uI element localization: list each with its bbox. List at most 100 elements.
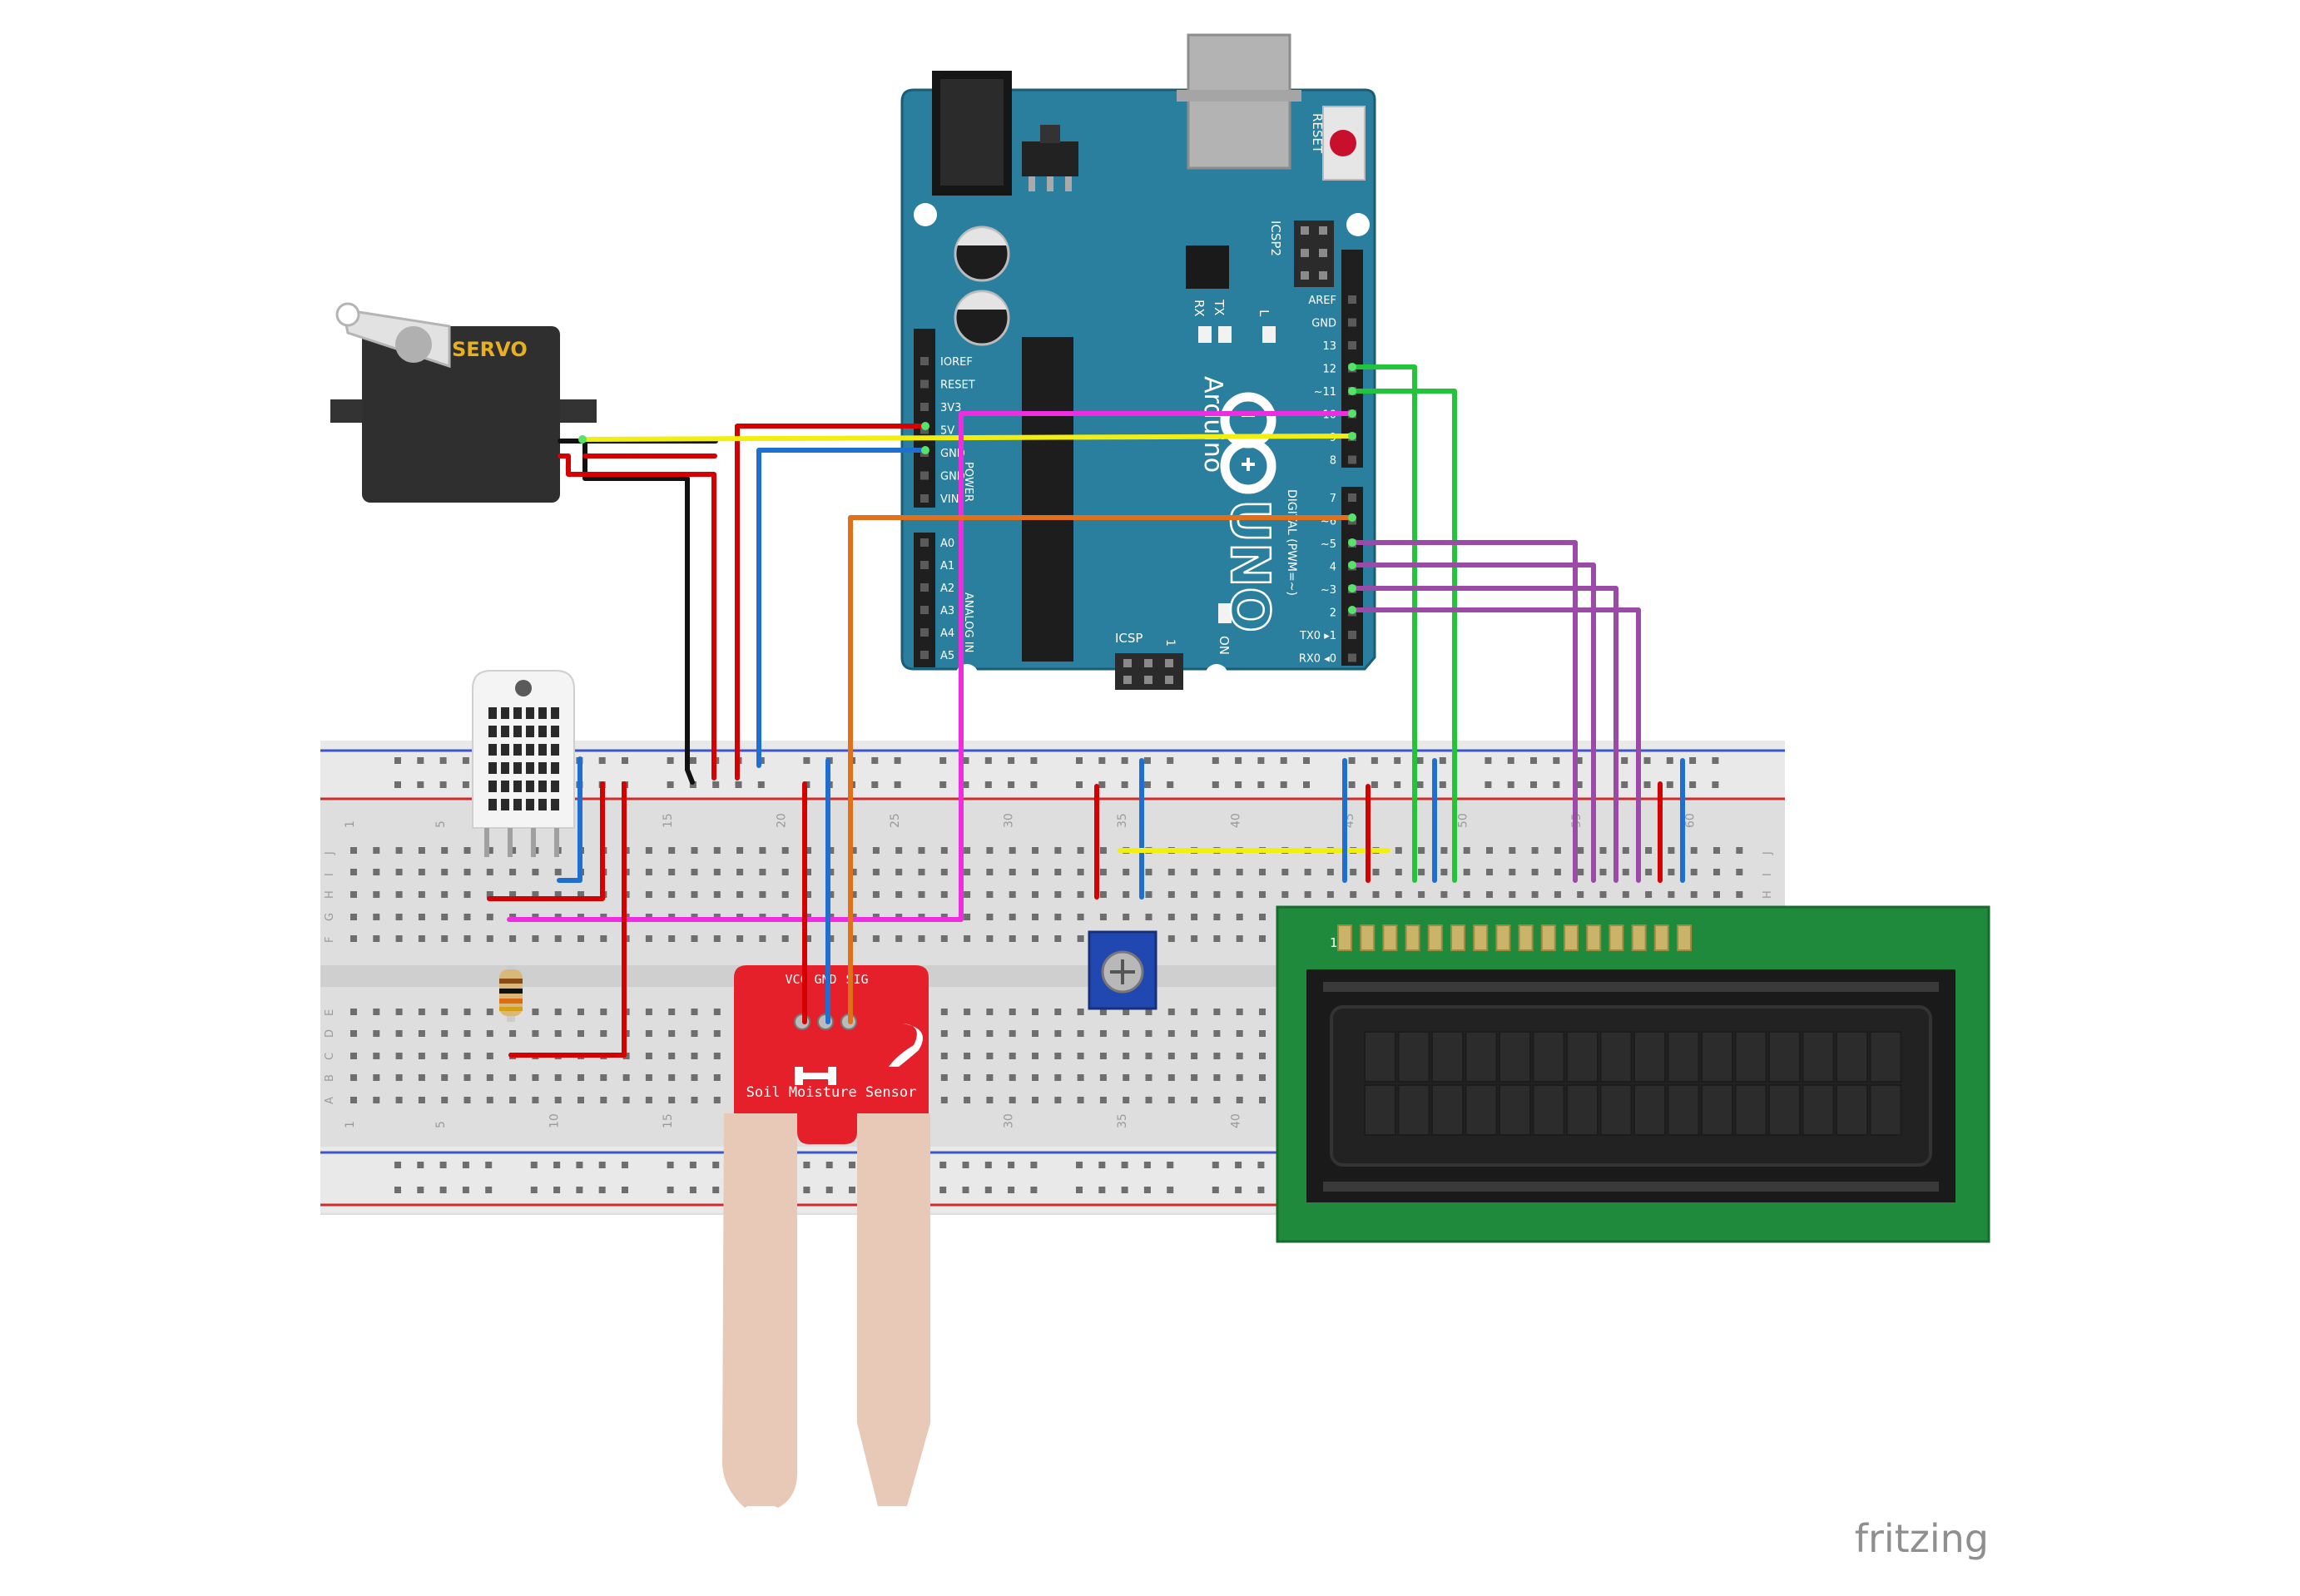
header-pin[interactable] [920, 651, 929, 659]
breadboard-hole[interactable] [441, 869, 449, 875]
breadboard-hole[interactable] [486, 1053, 493, 1059]
breadboard-hole[interactable] [1077, 935, 1084, 942]
header-pin[interactable] [920, 583, 929, 592]
rail-hole[interactable] [1121, 781, 1128, 788]
wire-dht-gnd[interactable] [557, 756, 582, 883]
breadboard-hole[interactable] [509, 935, 517, 942]
breadboard-hole[interactable] [850, 935, 857, 942]
rail-hole[interactable] [689, 757, 696, 764]
lcd-pin[interactable] [1609, 924, 1624, 951]
rail-hole[interactable] [1643, 757, 1651, 764]
breadboard-hole[interactable] [486, 1030, 493, 1037]
header-pin[interactable] [1348, 653, 1356, 662]
lcd-pin[interactable] [1564, 924, 1579, 951]
header-pin[interactable] [920, 628, 929, 637]
rail-hole[interactable] [1371, 781, 1378, 788]
breadboard-hole[interactable] [373, 1053, 380, 1059]
breadboard-hole[interactable] [441, 1009, 449, 1015]
breadboard-hole[interactable] [645, 1009, 652, 1015]
breadboard-hole[interactable] [645, 935, 652, 942]
breadboard-hole[interactable] [1463, 847, 1470, 854]
breadboard-hole[interactable] [1259, 1097, 1266, 1103]
breadboard-hole[interactable] [1690, 847, 1698, 854]
breadboard-hole[interactable] [691, 869, 698, 875]
breadboard-hole[interactable] [441, 1097, 449, 1103]
breadboard-hole[interactable] [509, 891, 517, 898]
rail-hole[interactable] [689, 1187, 696, 1193]
breadboard-hole[interactable] [373, 869, 380, 875]
breadboard-hole[interactable] [668, 847, 676, 854]
rail-hole[interactable] [1371, 757, 1378, 764]
breadboard-hole[interactable] [1531, 847, 1539, 854]
breadboard-hole[interactable] [1645, 891, 1653, 898]
rail-hole[interactable] [1530, 781, 1537, 788]
breadboard-hole[interactable] [759, 891, 766, 898]
breadboard-hole[interactable] [1236, 1009, 1243, 1015]
rail-hole[interactable] [962, 781, 969, 788]
breadboard-hole[interactable] [1236, 935, 1243, 942]
breadboard-hole[interactable] [441, 891, 449, 898]
breadboard-hole[interactable] [373, 847, 380, 854]
breadboard-hole[interactable] [463, 869, 471, 875]
wire-lcd-rs[interactable] [1350, 364, 1417, 883]
breadboard-hole[interactable] [600, 935, 607, 942]
breadboard-hole[interactable] [940, 1030, 948, 1037]
breadboard-hole[interactable] [350, 869, 357, 875]
breadboard-hole[interactable] [713, 869, 721, 875]
breadboard-hole[interactable] [964, 1097, 971, 1103]
breadboard-hole[interactable] [395, 891, 403, 898]
breadboard-hole[interactable] [1372, 891, 1380, 898]
breadboard-hole[interactable] [486, 1074, 493, 1081]
breadboard-hole[interactable] [986, 869, 994, 875]
breadboard-hole[interactable] [1259, 1053, 1266, 1059]
breadboard-hole[interactable] [1123, 1053, 1130, 1059]
breadboard-hole[interactable] [940, 869, 948, 875]
breadboard-hole[interactable] [1213, 891, 1221, 898]
rail-hole[interactable] [1485, 781, 1492, 788]
header-pin[interactable] [1348, 493, 1356, 502]
breadboard-hole[interactable] [418, 869, 425, 875]
breadboard-hole[interactable] [1054, 847, 1062, 854]
breadboard-hole[interactable] [1032, 869, 1038, 875]
rail-hole[interactable] [1575, 781, 1583, 788]
rail-hole[interactable] [1143, 757, 1151, 764]
breadboard-hole[interactable] [805, 869, 811, 875]
rail-hole[interactable] [1167, 1187, 1174, 1193]
breadboard-hole[interactable] [1713, 891, 1720, 898]
breadboard-hole[interactable] [895, 935, 903, 942]
rail-hole[interactable] [598, 757, 606, 764]
breadboard-hole[interactable] [1213, 1053, 1221, 1059]
breadboard-hole[interactable] [668, 1074, 676, 1081]
breadboard-hole[interactable] [1054, 891, 1062, 898]
breadboard-hole[interactable] [463, 891, 471, 898]
breadboard-hole[interactable] [1145, 1074, 1152, 1081]
rail-hole[interactable] [553, 1187, 561, 1193]
rail-hole[interactable] [1098, 1162, 1106, 1168]
rail-hole[interactable] [849, 1162, 855, 1168]
breadboard-hole[interactable] [805, 847, 811, 854]
breadboard-hole[interactable] [395, 869, 403, 875]
breadboard-hole[interactable] [940, 847, 948, 854]
rail-hole[interactable] [1143, 781, 1151, 788]
breadboard-hole[interactable] [395, 1097, 403, 1103]
rail-hole[interactable] [825, 1162, 833, 1168]
breadboard-hole[interactable] [1577, 869, 1584, 875]
breadboard-hole[interactable] [691, 1030, 698, 1037]
breadboard-hole[interactable] [964, 891, 971, 898]
rail-hole[interactable] [1212, 1162, 1219, 1168]
breadboard-hole[interactable] [1440, 891, 1448, 898]
breadboard-hole[interactable] [736, 891, 744, 898]
rail-hole[interactable] [1212, 757, 1219, 764]
breadboard-hole[interactable] [1191, 914, 1198, 920]
breadboard-hole[interactable] [986, 1074, 994, 1081]
header-pin[interactable] [920, 561, 929, 569]
breadboard-hole[interactable] [1395, 847, 1402, 854]
rail-hole[interactable] [1689, 757, 1697, 764]
breadboard-hole[interactable] [1123, 914, 1130, 920]
breadboard-hole[interactable] [1326, 891, 1334, 898]
breadboard-hole[interactable] [1099, 1009, 1107, 1015]
rail-hole[interactable] [553, 1162, 561, 1168]
breadboard-hole[interactable] [964, 1030, 971, 1037]
rail-hole[interactable] [1121, 1162, 1128, 1168]
breadboard-hole[interactable] [509, 869, 517, 875]
